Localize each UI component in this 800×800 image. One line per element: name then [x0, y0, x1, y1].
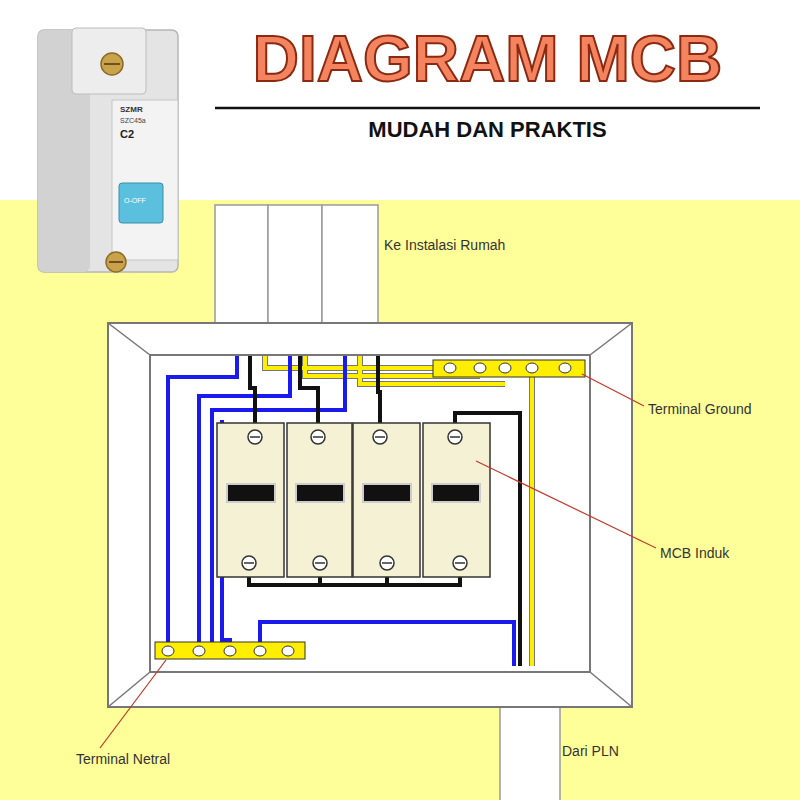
switch-label: O-OFF	[124, 197, 146, 205]
callout-label: MCB Induk	[660, 546, 729, 561]
page-title: DIAGRAM MCB	[215, 24, 760, 94]
callout-label: Terminal Ground	[648, 402, 752, 417]
conduit-label: Ke Instalasi Rumah	[384, 238, 505, 253]
product-model: SZC45a	[120, 117, 146, 125]
phase-wires	[249, 356, 520, 666]
conduit-label: Dari PLN	[562, 744, 619, 759]
ground-terminal	[433, 360, 585, 377]
neutral-wires	[168, 356, 514, 666]
neutral-terminal	[155, 642, 305, 659]
leader-lines	[100, 374, 656, 748]
product-brand: SZMR	[120, 106, 143, 115]
panel-box	[108, 323, 632, 707]
mcb-photo	[38, 28, 178, 272]
ground-wires	[265, 356, 532, 666]
title-rule	[215, 107, 760, 110]
mcb-modules	[217, 423, 490, 577]
background-ground	[0, 200, 800, 800]
product-rating: C2	[120, 128, 134, 140]
callout-label: Terminal Netral	[76, 752, 170, 767]
subtitle: MUDAH DAN PRAKTIS	[215, 118, 760, 142]
